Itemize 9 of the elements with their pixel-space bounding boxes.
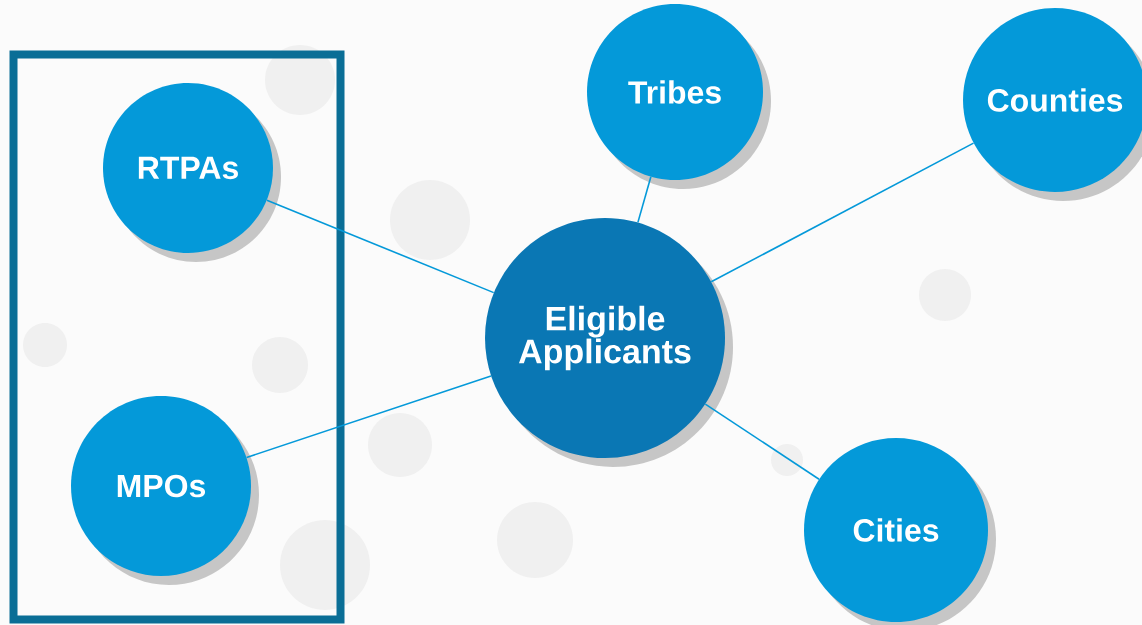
group-frame [9,50,345,624]
connector-line [637,176,652,224]
circle-node: MPOs [71,396,251,576]
circle-node: RTPAs [103,83,273,253]
connector-line [710,142,975,283]
circle-node: Tribes [587,4,763,180]
circle-node: Eligible Applicants [485,218,725,458]
connector-line [704,403,820,481]
circle-node: Cities [804,438,988,622]
